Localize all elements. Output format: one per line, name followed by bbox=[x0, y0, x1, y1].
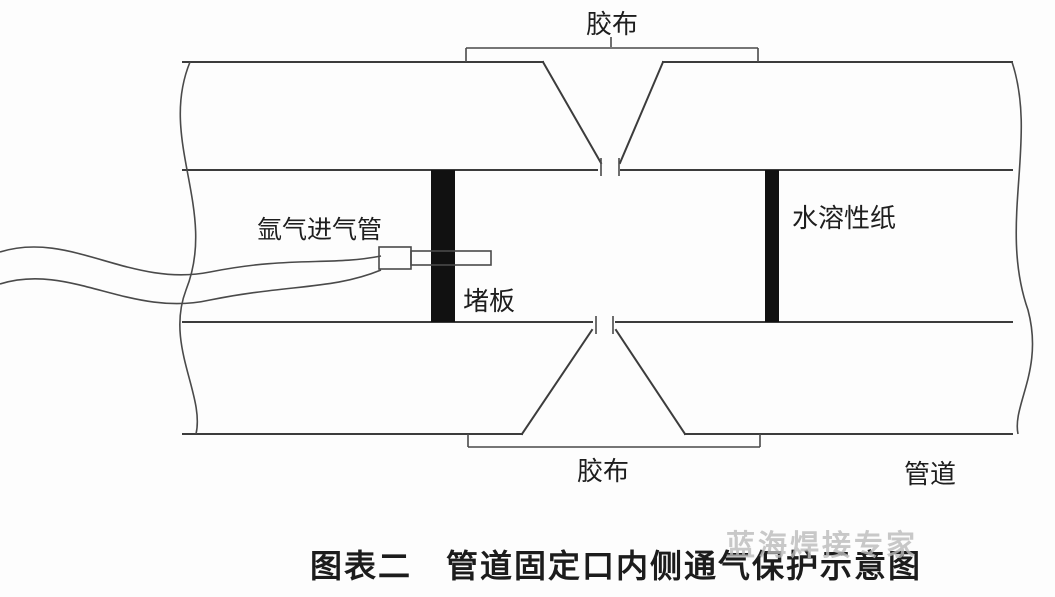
label-tape-top: 胶布 bbox=[586, 10, 638, 40]
label-water-soluble-paper: 水溶性纸 bbox=[792, 204, 896, 234]
bottom-bevel-right bbox=[614, 328, 687, 436]
label-plug-plate: 堵板 bbox=[463, 287, 515, 317]
label-argon-inlet-pipe: 氩气进气管 bbox=[257, 215, 382, 244]
argon-hose-fitting bbox=[378, 246, 412, 270]
pipe-break-edges bbox=[179, 61, 1034, 435]
watermark-text: 蓝海焊接专家 bbox=[726, 528, 919, 562]
plug-plate-bar bbox=[431, 170, 455, 322]
label-tape-bottom: 胶布 bbox=[577, 457, 629, 487]
water-soluble-paper-bar bbox=[765, 170, 779, 322]
argon-hose-lower-line bbox=[0, 269, 382, 305]
top-weld-groove bbox=[541, 60, 665, 176]
tape-strips bbox=[465, 37, 761, 448]
left-break-edge bbox=[179, 61, 199, 435]
bottom-weld-groove bbox=[520, 316, 687, 436]
top-bevel-right bbox=[618, 60, 665, 165]
bottom-bevel-left bbox=[520, 328, 594, 436]
label-pipe: 管道 bbox=[904, 460, 956, 490]
argon-inlet-assembly bbox=[0, 246, 492, 305]
argon-hose-upper-line bbox=[0, 246, 382, 276]
pipe-wall-lines bbox=[182, 61, 1013, 435]
right-break-edge bbox=[1011, 61, 1034, 435]
top-bevel-left bbox=[541, 60, 603, 165]
figure-caption: 图表二 管道固定口内侧通气保护示意图 bbox=[310, 547, 923, 585]
argon-inlet-tube bbox=[410, 250, 492, 266]
